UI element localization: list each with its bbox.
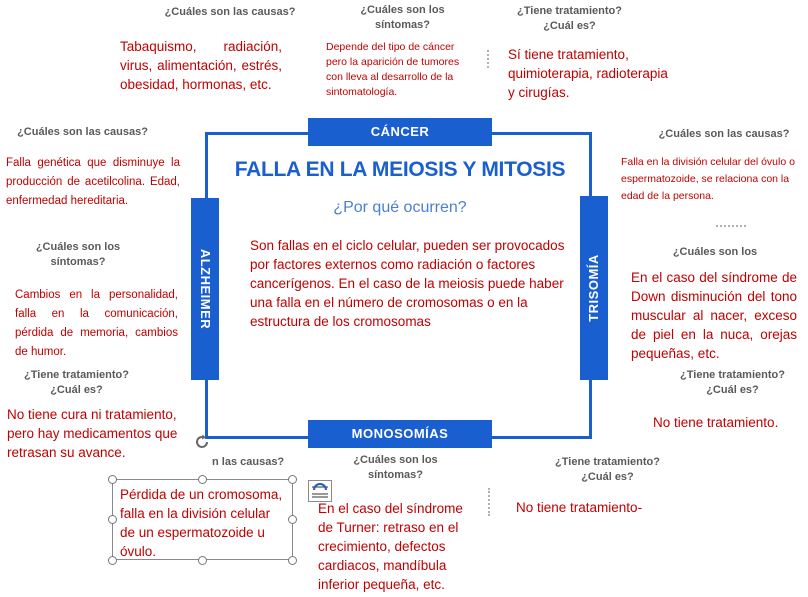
resize-handle-middle-left[interactable] <box>108 515 117 524</box>
layout-options-icon[interactable] <box>308 480 332 502</box>
monosomias-causes-question: n las causas? <box>212 456 285 468</box>
resize-handle-top-left[interactable] <box>108 475 117 484</box>
cancer-symptoms-question: ¿Cuáles son los síntomas? <box>360 4 445 31</box>
cancer-causes-answer: Tabaquismo, radiación, virus, alimentaci… <box>120 39 282 92</box>
monosomias-treatment-separator <box>488 488 490 516</box>
resize-handle-bottom-center[interactable] <box>198 556 207 565</box>
alzheimer-symptoms-question: ¿Cuáles son los síntomas? <box>35 241 121 268</box>
center-question: ¿Por qué ocurren? <box>333 199 467 216</box>
resize-handle-top-center[interactable] <box>198 475 207 484</box>
trisomia-symptoms-question: ¿Cuáles son los <box>672 246 758 258</box>
trisomia-causes-answer: Falla en la división celular del óvulo o… <box>621 156 795 202</box>
alzheimer-causes-question: ¿Cuáles son las causas? <box>17 126 148 138</box>
cancer-treatment-question: ¿Tiene tratamiento? ¿Cuál es? <box>517 5 622 32</box>
resize-handle-bottom-right[interactable] <box>288 556 297 565</box>
monosomias-symptoms-answer: En el caso del síndrome de Turner: retra… <box>318 501 463 592</box>
trisomia-treatment-question: ¿Tiene tratamiento? ¿Cuál es? <box>680 369 785 396</box>
rotate-handle-icon[interactable] <box>192 432 212 452</box>
alzheimer-symptoms-answer: Cambios en la personalidad, falla en la … <box>15 289 178 358</box>
resize-handle-top-right[interactable] <box>288 475 297 484</box>
label-alzheimer: ALZHEIMER <box>198 248 213 330</box>
cancer-treatment-answer: Sí tiene tratamiento, quimioterapia, rad… <box>508 47 668 100</box>
trisomia-causes-question: ¿Cuáles son las causas? <box>658 128 790 140</box>
trisomia-dotted-separator <box>716 225 746 227</box>
alzheimer-causes-answer: Falla genética que disminuye la producci… <box>6 157 180 207</box>
cancer-causes-question: ¿Cuáles son las causas? <box>164 6 296 18</box>
label-alzheimer-box: ALZHEIMER <box>191 198 219 380</box>
label-monosomias: MONOSOMÍAS <box>308 420 492 448</box>
label-trisomia: TRISOMÍA <box>586 254 601 322</box>
monosomias-symptoms-question: ¿Cuáles son los síntomas? <box>353 454 438 481</box>
label-cancer: CÁNCER <box>308 118 492 146</box>
resize-handle-bottom-left[interactable] <box>108 556 117 565</box>
cancer-symptoms-answer: Depende del tipo de cáncer pero la apari… <box>326 41 460 98</box>
label-trisomia-box: TRISOMÍA <box>580 196 608 380</box>
monosomias-treatment-question: ¿Tiene tratamiento? ¿Cuál es? <box>555 456 660 483</box>
resize-handle-middle-right[interactable] <box>288 515 297 524</box>
trisomia-treatment-answer: No tiene tratamiento. <box>653 415 779 430</box>
cancer-treatment-separator <box>487 50 489 68</box>
trisomia-symptoms-answer: En el caso del síndrome de Down disminuc… <box>631 270 797 361</box>
alzheimer-treatment-answer: No tiene cura ni tratamiento, pero hay m… <box>7 407 178 460</box>
alzheimer-treatment-question: ¿Tiene tratamiento? ¿Cuál es? <box>24 369 129 396</box>
monosomias-treatment-answer: No tiene tratamiento- <box>516 500 643 515</box>
center-answer: Son fallas en el ciclo celular, pueden s… <box>250 238 565 329</box>
monosomias-causes-answer: Pérdida de un cromosoma, falla en la div… <box>120 487 283 559</box>
diagram-title: FALLA EN LA MEIOSIS Y MITOSIS <box>234 158 566 181</box>
